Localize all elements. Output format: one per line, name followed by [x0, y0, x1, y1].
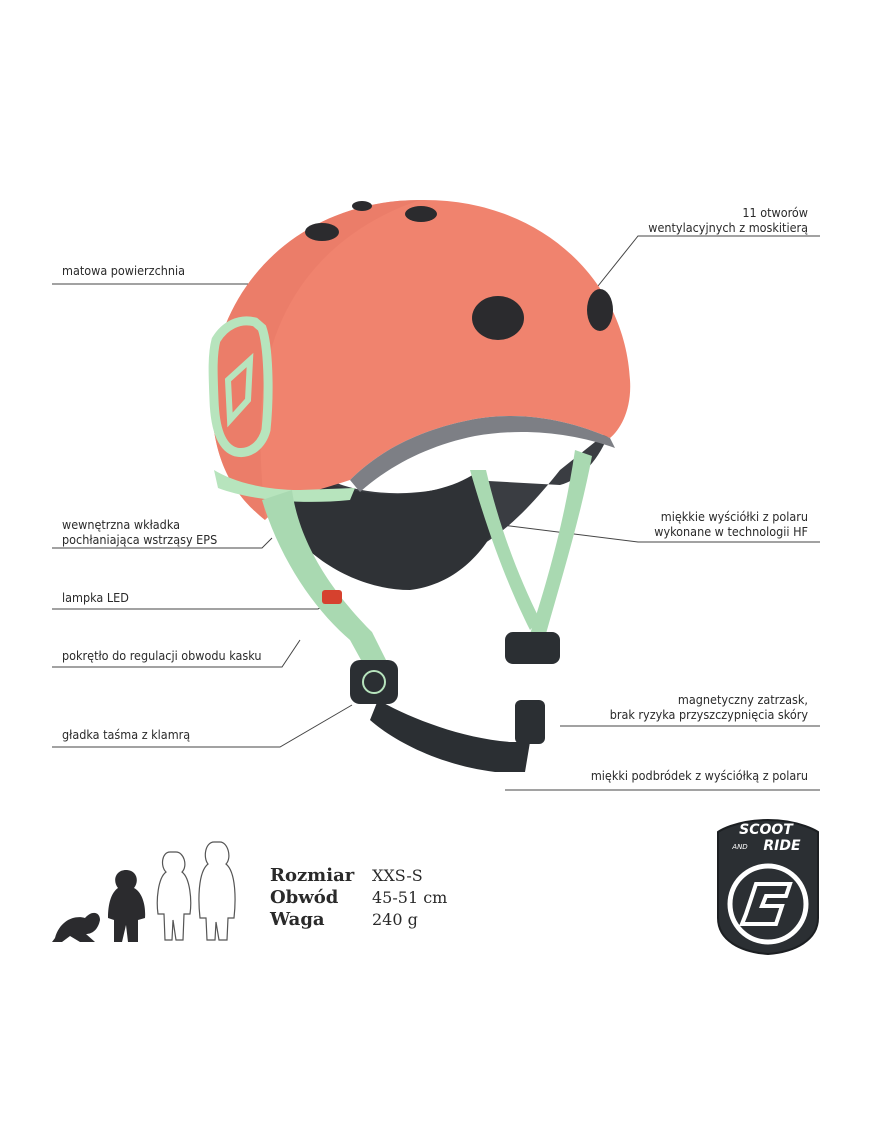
- callout-magnet: magnetyczny zatrzask, brak ryzyka przysz…: [560, 692, 808, 722]
- callout-vents-line1: 11 otworów: [742, 205, 808, 220]
- spec-circumference-label: Obwód: [270, 887, 339, 908]
- logo-line2: AND: [731, 843, 748, 851]
- callout-lines: [52, 235, 820, 791]
- callout-dial: pokrętło do regulacji obwodu kasku: [62, 648, 262, 663]
- callout-magnet-line1: magnetyczny zatrzask,: [677, 692, 808, 707]
- callout-vents-line2: wentylacyjnych z moskitierą: [648, 220, 808, 235]
- callout-padding-line2: wykonane w technologii HF: [654, 524, 808, 539]
- age-silhouettes: [52, 841, 236, 942]
- callout-magnet-line2: brak ryzyka przyszczypnięcia skóry: [609, 707, 808, 722]
- spec-size-value: XXS-S: [372, 866, 423, 885]
- callout-padding: miękkie wyściółki z polaru wykonane w te…: [590, 509, 808, 539]
- callout-vents: 11 otworów wentylacyjnych z moskitierą: [590, 205, 808, 235]
- callout-eps-line1: wewnętrzna wkładka: [62, 517, 181, 532]
- callout-matte: matowa powierzchnia: [62, 263, 186, 278]
- spec-circumference-value: 45-51 cm: [372, 888, 448, 907]
- callout-strap: gładka taśma z klamrą: [62, 727, 191, 742]
- spec-weight-label: Waga: [270, 909, 325, 930]
- callout-eps-line2: pochłaniająca wstrząsy EPS: [62, 532, 218, 547]
- spec-size-label: Rozmiar: [270, 865, 355, 886]
- scoot-and-ride-logo: SCOOT AND RIDE: [717, 818, 819, 956]
- callout-led: lampka LED: [62, 590, 129, 605]
- callout-padding-line1: miękkie wyściółki z polaru: [660, 509, 808, 524]
- helmet: [208, 199, 631, 772]
- callout-chin: miękki podbródek z wyściółką z polaru: [590, 768, 808, 783]
- logo-line1: SCOOT: [739, 822, 794, 838]
- spec-weight-value: 240 g: [372, 910, 418, 929]
- logo-line3: RIDE: [763, 838, 801, 854]
- callout-eps: wewnętrzna wkładka pochłaniająca wstrząs…: [62, 517, 217, 547]
